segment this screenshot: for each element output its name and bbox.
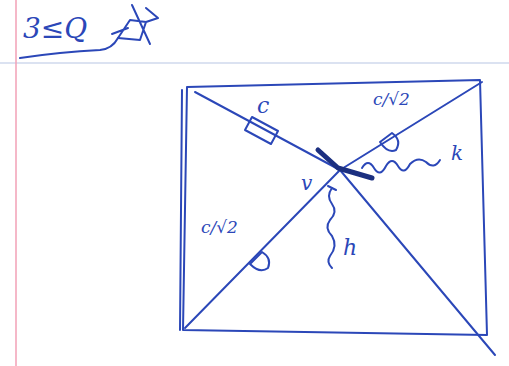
diagonal [185, 82, 482, 328]
sketch-label: c/√2 [200, 218, 239, 237]
sketch-label: v [300, 172, 313, 194]
sketch-label: 3≤Q [22, 14, 88, 45]
sketch-label: c [256, 94, 270, 118]
brace-tick [328, 186, 336, 190]
diagonal [195, 92, 495, 355]
margin-line [15, 0, 17, 366]
height-brace [327, 188, 334, 268]
block-symbol [245, 117, 278, 144]
sketch-label: h [342, 236, 358, 260]
ruled-line [0, 62, 509, 63]
small-sketch [112, 5, 158, 44]
square-outline [183, 80, 487, 335]
sketch-label: c/√2 [372, 90, 411, 109]
square-stroke [180, 90, 182, 330]
damper-symbol [380, 133, 398, 151]
spring-symbol [362, 159, 440, 172]
damper-symbol [250, 252, 269, 270]
center-mass [318, 150, 372, 178]
sketch-label: k [450, 142, 464, 164]
